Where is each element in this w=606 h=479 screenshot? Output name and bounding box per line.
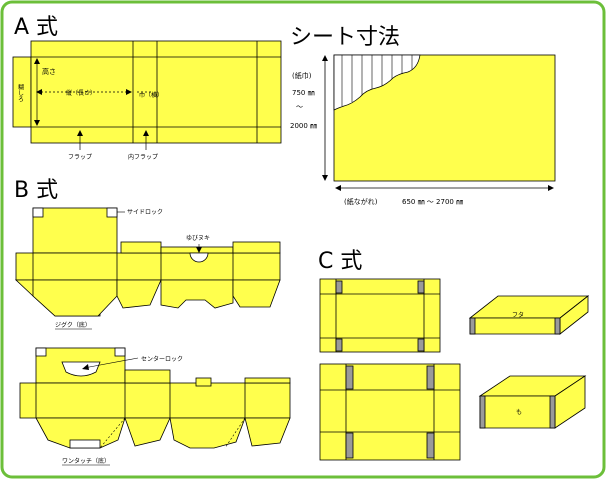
c-style-lid-3d [468,295,590,335]
one-touch-label: ワンタッチ（底） [62,457,110,465]
section-c-title: C 式 [318,249,362,274]
one-touch-fold-lines [99,417,246,449]
length-label: 縦（長さ） [66,89,96,97]
a-style-blank [12,40,282,144]
zigzag-label: ジグク（底） [55,321,91,329]
a-style-arrow-heads [34,58,149,136]
sheet-arrows [324,56,553,189]
c-style-lid-blank [319,278,441,353]
center-lock-callout [83,357,139,369]
b-style-one-touch-blank [19,347,291,449]
height-label: 高さ [42,67,56,76]
width-label: 巾（横） [139,91,163,99]
flap-label: フラップ [68,154,92,161]
side-lock-label: サイドロック [127,209,163,216]
glue-flap-label: 糊しろ [17,83,24,103]
finger-hole-label: ゆびヌキ [186,234,210,242]
b-style-zigzag-blank [14,207,281,317]
sheet-rect [333,54,556,182]
section-a-title: A 式 [14,15,58,40]
c-style-body-blank [319,363,461,461]
c-style-body-3d [478,375,587,429]
inner-flap-label: 内フラップ [128,153,158,161]
sheet-arrow-heads [322,55,554,191]
center-lock-arrow-head [82,364,89,370]
section-b-title: B 式 [14,178,58,203]
sheet-title: シート寸法 [290,25,400,50]
length-range: 650 ㎜ ～ 2700 ㎜ [402,198,463,206]
width-range-mark: ～ [296,103,303,111]
width-max: 2000 ㎜ [290,122,317,130]
flow-label: (紙ながれ) [344,197,378,206]
center-lock-label: センターロック [141,355,183,363]
finger-hole-arrow-head [196,247,202,253]
paper-width-label: (紙巾) [292,71,312,80]
body-label: も [516,409,522,416]
lid-label: フタ [512,311,524,319]
width-min: 750 ㎜ [292,89,315,97]
